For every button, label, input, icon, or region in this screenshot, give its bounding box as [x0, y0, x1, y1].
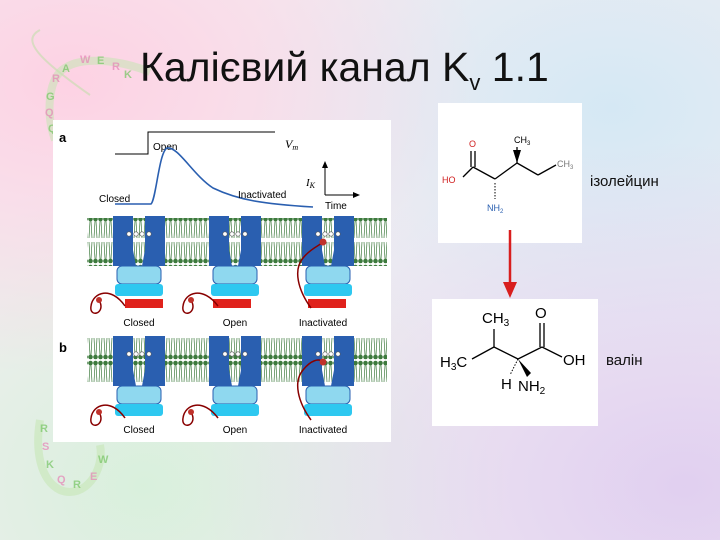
svg-text:Q: Q — [57, 474, 66, 486]
svg-text:K: K — [46, 459, 54, 471]
isoleucine-structure-panel: O HO CH3 CH3 NH2 — [438, 103, 582, 243]
svg-text:R: R — [112, 61, 120, 73]
svg-text:Q: Q — [45, 107, 54, 119]
ik-label: IK — [305, 177, 316, 190]
open-trace-label: Open — [153, 142, 177, 153]
ile-methyl-2: CH3 — [557, 159, 574, 171]
gating-figure-panel: a b Open Vm Closed Inactivated IK Time C… — [53, 120, 391, 442]
valine-structure-panel: CH3 O H3C OH H NH2 — [432, 299, 598, 426]
mutation-arrow — [503, 230, 517, 298]
voltage-trace — [115, 131, 275, 155]
val-methyl-left: H3C — [440, 354, 467, 373]
svg-text:W: W — [98, 454, 109, 466]
ile-oxygen: O — [469, 139, 476, 149]
row-a-label-open: Open — [223, 318, 247, 329]
ile-hydroxyl: HO — [442, 175, 456, 185]
vm-label: Vm — [285, 137, 298, 152]
val-oxygen: O — [535, 305, 547, 322]
svg-text:K: K — [124, 69, 132, 81]
val-amino: NH2 — [518, 378, 546, 397]
row-b-label-open: Open — [223, 425, 247, 436]
svg-text:Q: Q — [48, 123, 57, 135]
svg-text:E: E — [90, 471, 97, 483]
val-hydroxyl: OH — [563, 352, 586, 369]
ile-amino: NH2 — [487, 203, 504, 215]
ile-methyl-1: CH3 — [514, 135, 531, 147]
svg-text:A: A — [62, 63, 70, 75]
inactivated-trace-label: Inactivated — [238, 190, 286, 201]
closed-trace-label: Closed — [99, 194, 130, 205]
isoleucine-label: ізолейцин — [590, 173, 659, 190]
row-b-label-closed: Closed — [123, 425, 154, 436]
row-a-label-closed: Closed — [123, 318, 154, 329]
slide-title: Калієвий канал Kv 1.1 — [140, 44, 549, 95]
block-a-open — [213, 299, 251, 308]
panel-label-b: b — [59, 340, 67, 355]
val-hydrogen: H — [501, 376, 512, 393]
svg-text:S: S — [42, 441, 49, 453]
valine-label: валін — [606, 352, 643, 369]
block-a-closed — [125, 299, 163, 308]
current-trace — [115, 147, 314, 208]
row-b-label-inactivated: Inactivated — [299, 425, 347, 436]
svg-text:G: G — [46, 91, 55, 103]
svg-text:R: R — [73, 479, 81, 491]
svg-text:E: E — [97, 55, 104, 67]
svg-text:R: R — [40, 423, 48, 435]
time-label: Time — [325, 201, 347, 212]
svg-text:R: R — [52, 73, 60, 85]
block-a-inactivated — [308, 299, 346, 308]
isoleucine-structure: O HO CH3 CH3 NH2 — [442, 135, 574, 215]
row-a-label-inactivated: Inactivated — [299, 318, 347, 329]
valine-structure: CH3 O H3C OH H NH2 — [440, 305, 586, 397]
svg-text:W: W — [80, 54, 91, 66]
panel-label-a: a — [59, 130, 67, 145]
val-methyl: CH3 — [482, 310, 510, 329]
gating-figure: a b Open Vm Closed Inactivated IK Time C… — [59, 130, 387, 436]
